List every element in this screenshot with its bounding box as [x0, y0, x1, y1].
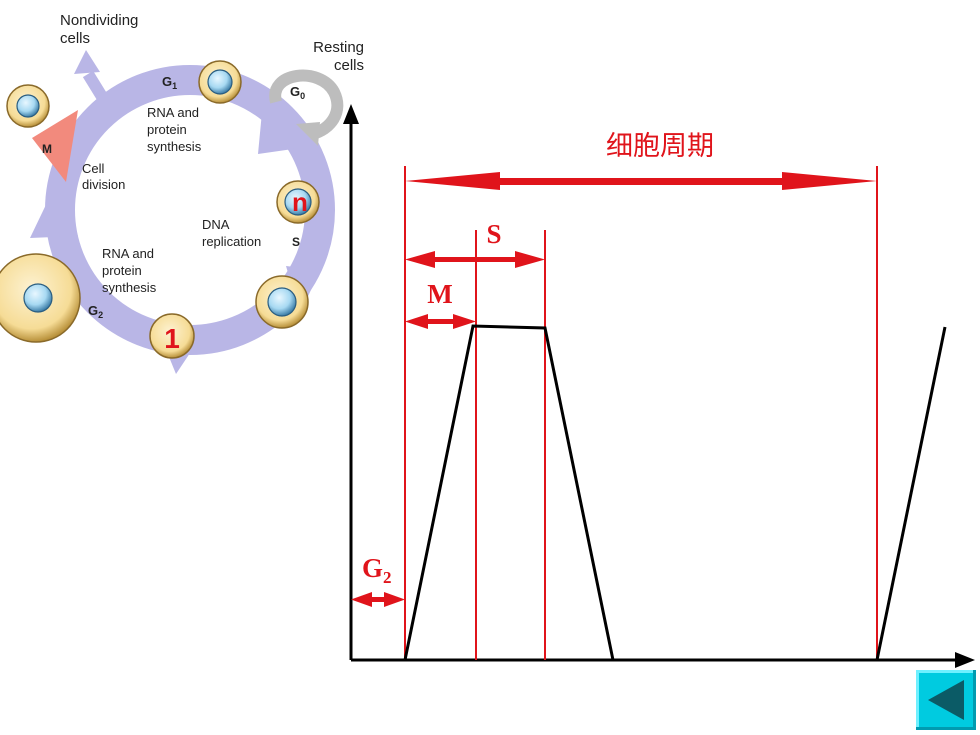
cell-s-lower — [255, 275, 309, 329]
s-span-arrow — [405, 251, 545, 268]
cell-g2-small — [149, 313, 195, 359]
m-phase-label: M — [42, 142, 52, 156]
marker-n: n — [292, 187, 308, 217]
g1-text-2: protein — [147, 122, 187, 137]
g2-text-3: synthesis — [102, 280, 157, 295]
dna-replication-2: replication — [202, 234, 261, 249]
cell-cycle-span-arrow — [405, 172, 877, 190]
dna-content-graph: 细胞周期 S M G2 — [343, 104, 975, 668]
m-span-arrow — [405, 314, 476, 329]
g1-phase-label: G1 — [162, 74, 177, 91]
cell-division-2: division — [82, 177, 125, 192]
cell-division-1: Cell — [82, 161, 105, 176]
x-axis-arrowhead — [955, 652, 975, 668]
triangle-left-icon — [928, 680, 964, 720]
s-phase-label: S — [292, 235, 300, 249]
dna-content-trace-2 — [875, 326, 947, 661]
resting-label-2: cells — [334, 57, 364, 74]
g2-phase-label: G2 — [88, 303, 103, 320]
g2-text-1: RNA and — [102, 246, 154, 261]
back-button[interactable] — [916, 670, 976, 730]
nondividing-label-1: Nondividing — [60, 12, 138, 29]
cell-s-upper — [276, 180, 320, 224]
m-arrow — [32, 110, 78, 182]
s-label: S — [486, 219, 501, 249]
cell-g1 — [198, 60, 242, 104]
g1-text-1: RNA and — [147, 105, 199, 120]
resting-label-1: Resting — [313, 39, 364, 56]
g0-loop-arrow — [269, 69, 344, 140]
y-axis-arrowhead — [343, 104, 359, 124]
dna-replication-1: DNA — [202, 217, 230, 232]
g2-text-2: protein — [102, 263, 142, 278]
cell-nondividing — [6, 84, 50, 128]
g2-label: G2 — [362, 553, 392, 587]
m-label: M — [427, 279, 452, 309]
nondividing-arrow — [82, 70, 110, 104]
g1-text-3: synthesis — [147, 139, 202, 154]
cell-g2-large — [0, 253, 81, 343]
g0-phase-label: G0 — [290, 84, 305, 101]
g2-span-arrow — [351, 592, 405, 607]
cycle-arrowhead-m — [30, 188, 78, 238]
dna-content-trace — [403, 324, 615, 661]
nondividing-arrowhead — [74, 50, 100, 74]
marker-1: 1 — [164, 323, 180, 354]
cycle-arrowhead-g1 — [258, 112, 300, 154]
nondividing-label-2: cells — [60, 30, 90, 47]
g0-loop-arrowhead — [296, 122, 320, 146]
cell-cycle-title: 细胞周期 — [606, 131, 714, 162]
cell-cycle-diagram: Nondividing cells Resting cells G1 G0 M … — [0, 12, 364, 374]
